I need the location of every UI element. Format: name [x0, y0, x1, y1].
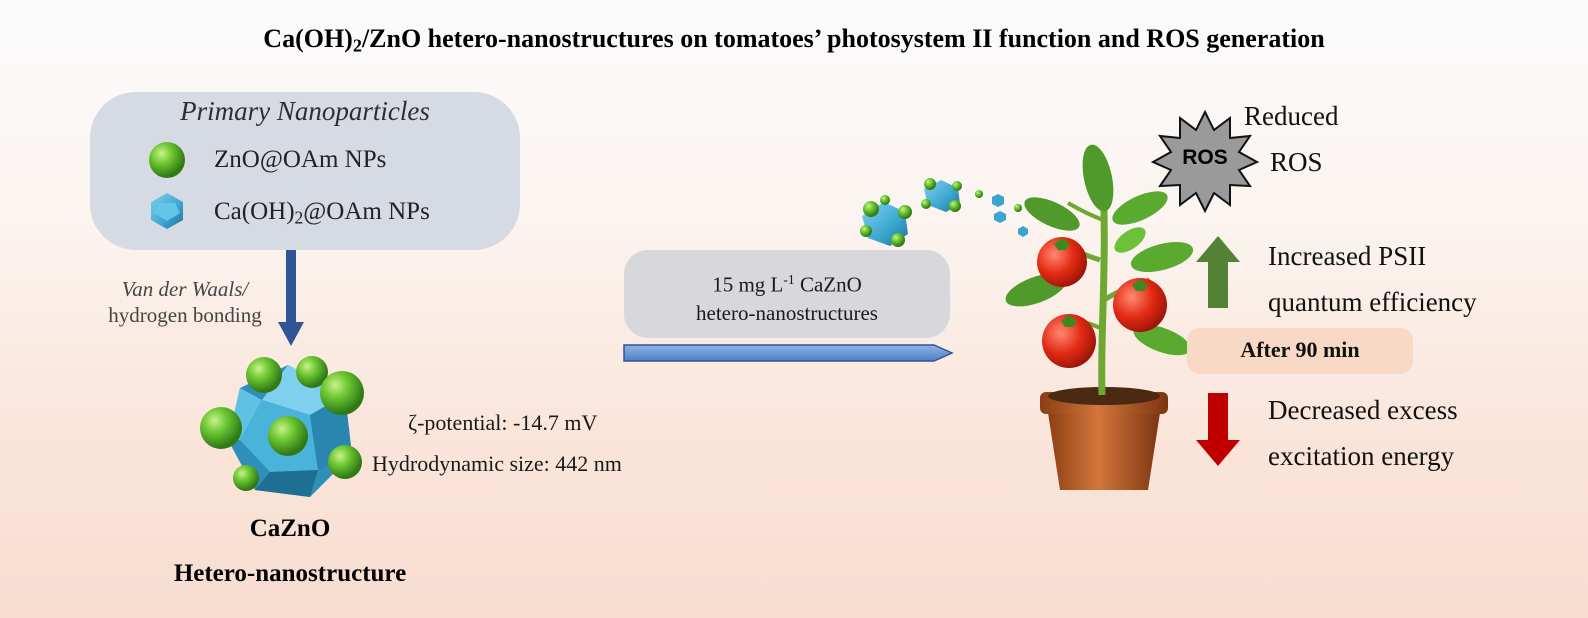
ros-burst-icon	[1150, 109, 1260, 214]
legend-label-caoh: Ca(OH)2@OAm NPs	[214, 198, 430, 228]
decrease-arrow-icon	[1196, 393, 1240, 466]
time-badge	[1187, 328, 1413, 374]
page-title: Ca(OH)2/ZnO hetero-nanostructures on tom…	[263, 24, 1325, 56]
legend-title: Primary Nanoparticles	[180, 96, 430, 126]
flow-arrow	[623, 344, 954, 362]
increase-arrow-icon	[1196, 236, 1240, 308]
increase-line-2: quantum efficiency	[1268, 287, 1477, 317]
time-label: After 90 min	[1240, 337, 1360, 362]
zeta-potential-label: ζ-potential: -14.7 mV	[408, 410, 598, 435]
bonding-label: Van der Waals/ hydrogen bonding	[108, 277, 262, 327]
decrease-line-1: Decreased excess	[1268, 395, 1458, 425]
product-type: Hetero-nanostructure	[173, 560, 407, 587]
treatment-label: 15 mg L-1 CaZnO hetero-nanostructures	[696, 272, 878, 325]
decrease-line-2: excitation energy	[1268, 441, 1455, 471]
ros-line-1: Reduced	[1244, 101, 1339, 131]
product-name: CaZnO	[249, 515, 331, 542]
green-sphere-icon	[149, 142, 185, 178]
ros-line-2: ROS	[1270, 147, 1323, 177]
bonding-arrow	[278, 250, 304, 346]
increase-line-1: Increased PSII	[1268, 241, 1427, 271]
ros-badge-label: ROS	[1182, 146, 1228, 169]
blue-polyhedron-icon	[151, 193, 183, 229]
cazno-nanostructure-icon	[200, 356, 364, 497]
legend-label-zno: ZnO@OAm NPs	[214, 146, 387, 173]
tomato-plant-icon	[1005, 144, 1194, 490]
hydrodynamic-size-label: Hydrodynamic size: 442 nm	[372, 451, 622, 476]
flying-nanoparticles	[860, 178, 1028, 247]
treatment-box	[624, 250, 950, 338]
